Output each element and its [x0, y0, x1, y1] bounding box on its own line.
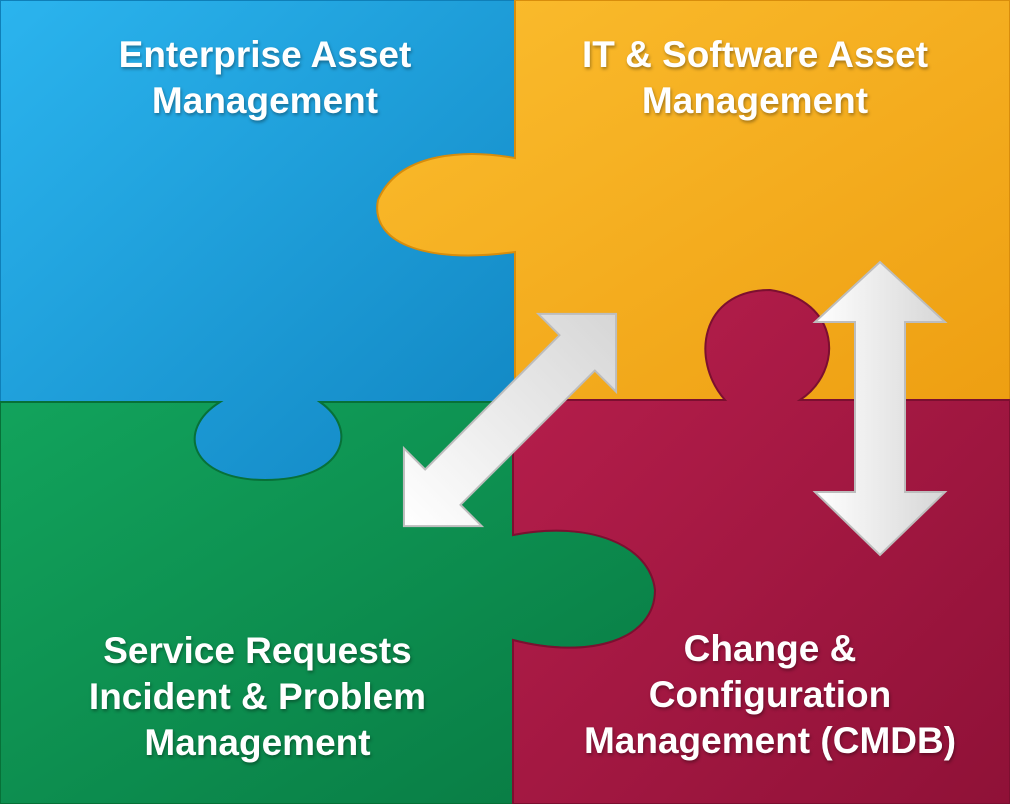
label-line: Change &: [683, 628, 857, 669]
label-line: Incident & Problem: [88, 676, 427, 717]
label-line: Management: [641, 80, 869, 121]
label-line: Service Requests: [103, 630, 412, 671]
label-line: IT & Software Asset: [581, 34, 929, 75]
vertical-double-arrow: [812, 260, 948, 557]
label-change-configuration-management: Change & Configuration Management (CMDB): [540, 626, 1000, 764]
label-line: Management (CMDB): [583, 720, 957, 761]
label-line: Management: [144, 722, 371, 763]
label-line: Management: [151, 80, 379, 121]
label-enterprise-asset-management: Enterprise Asset Management: [40, 32, 490, 124]
label-line: Configuration: [648, 674, 892, 715]
label-it-software-asset-management: IT & Software Asset Management: [525, 32, 985, 124]
diagonal-double-arrow: [402, 312, 618, 528]
label-service-requests: Service Requests Incident & Problem Mana…: [20, 628, 495, 766]
label-line: Enterprise Asset: [118, 34, 412, 75]
